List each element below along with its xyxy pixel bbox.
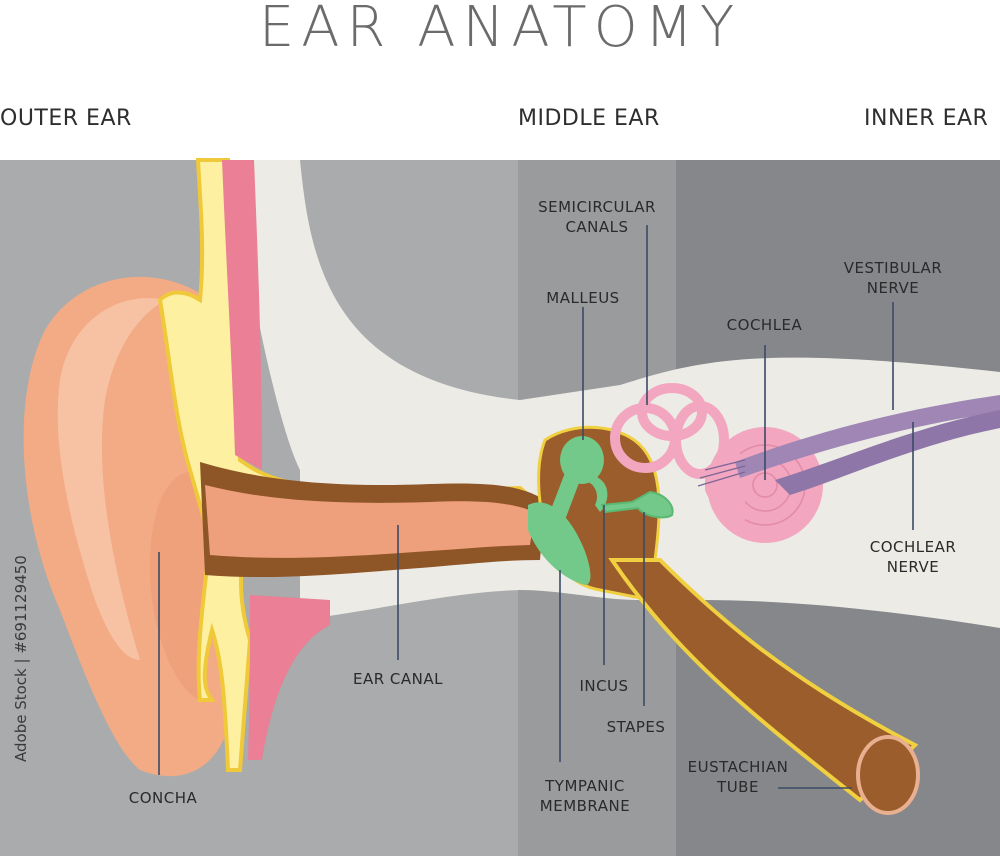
- label-semicircular-canals: SEMICIRCULAR CANALS: [538, 198, 656, 236]
- region-label-outer-ear: OUTER EAR: [0, 106, 132, 131]
- region-label-inner-ear: INNER EAR: [864, 106, 989, 131]
- label-concha: CONCHA: [128, 789, 198, 807]
- semicircular-canals: [610, 383, 729, 479]
- page-title: EAR ANATOMY: [258, 0, 742, 60]
- ear-canal: [205, 485, 535, 558]
- watermark-text: Adobe Stock | #691129450: [12, 555, 30, 762]
- label-stapes: STAPES: [606, 718, 666, 736]
- label-cochlear-nerve: COCHLEAR NERVE: [869, 538, 957, 576]
- label-eustachian-tube: EUSTACHIAN TUBE: [687, 758, 789, 796]
- skin-tissue-upper: [222, 160, 262, 470]
- stapes: [600, 490, 674, 519]
- skin-tissue-lower: [248, 595, 330, 760]
- label-cochlea: COCHLEA: [726, 316, 803, 334]
- tympanic-membrane: [528, 502, 591, 585]
- malleus-handle: [550, 470, 582, 520]
- cochlear-nerve-shape: [775, 410, 1000, 495]
- vestibulocochlear-nerve: [697, 395, 1000, 495]
- incus: [588, 475, 608, 512]
- label-vestibular-nerve: VESTIBULAR NERVE: [843, 259, 943, 297]
- leader-lines: [158, 225, 914, 789]
- label-malleus: MALLEUS: [546, 289, 620, 307]
- ear-cartilage: [157, 158, 545, 772]
- eustachian-tube-opening: [856, 735, 920, 815]
- pinna-rim: [57, 298, 165, 660]
- label-tympanic-membrane: TYMPANIC MEMBRANE: [539, 777, 631, 815]
- region-label-middle-ear: MIDDLE EAR: [518, 106, 660, 131]
- label-ear-canal: EAR CANAL: [352, 670, 443, 688]
- vestibular-nerve-shape: [735, 395, 1000, 478]
- label-incus: INCUS: [579, 677, 629, 695]
